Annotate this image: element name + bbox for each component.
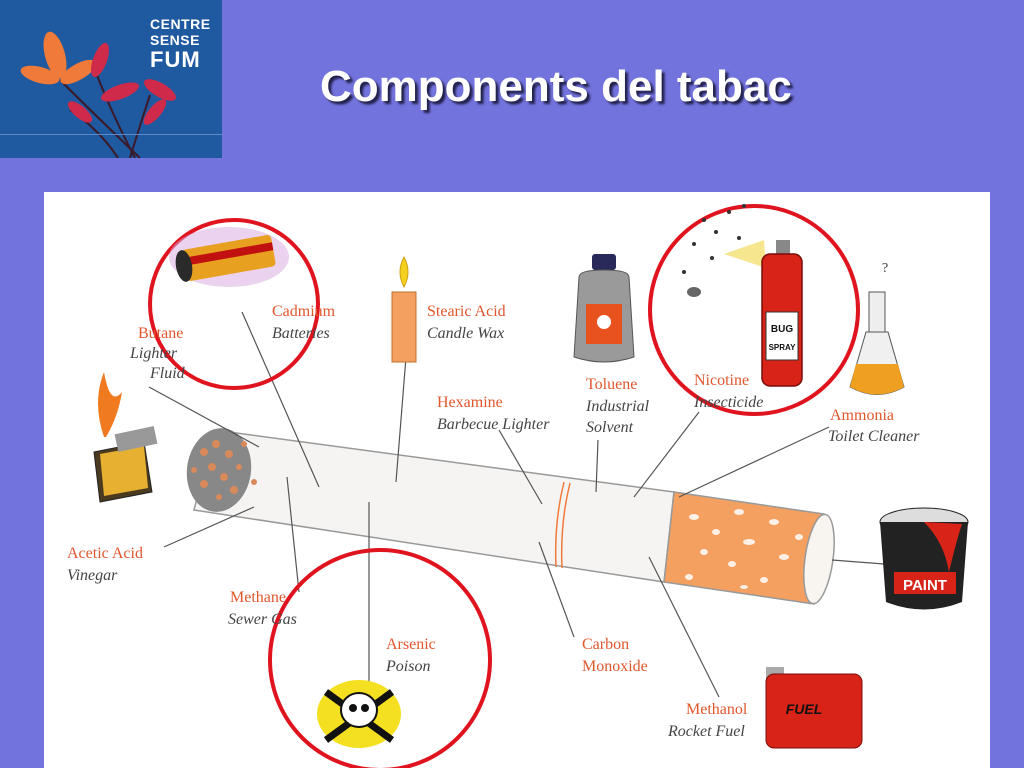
- cigarette-components-diagram: BUG SPRAY ? PAINT FUE: [67, 204, 969, 768]
- label-cadmium-use: Batteries: [272, 325, 330, 342]
- slide-title: Components del tabac: [320, 62, 792, 111]
- candle-icon: [391, 255, 417, 363]
- label-methane: Methane: [230, 589, 286, 606]
- nicotine-highlight: [648, 204, 860, 416]
- svg-text:?: ?: [882, 261, 888, 276]
- label-nicotine-use: Insecticide: [693, 394, 763, 411]
- highlight-circles: [148, 204, 860, 768]
- arsenic-highlight: [268, 548, 492, 768]
- label-stearic-acid: Stearic Acid: [427, 303, 506, 320]
- label-methanol: Methanol: [686, 701, 748, 718]
- toxic-bottle-icon: [573, 254, 635, 363]
- logo-line-centre: CENTRE: [150, 16, 211, 32]
- label-stearic-acid-use: Candle Wax: [427, 325, 504, 342]
- label-methanol-use: Rocket Fuel: [667, 723, 745, 740]
- logo-line-fum: FUM: [150, 47, 201, 72]
- bug-label: BUG: [771, 324, 793, 335]
- logo-line-sense: SENSE: [150, 32, 200, 48]
- label-toluene-use-1: Industrial: [585, 398, 650, 415]
- label-butane-use-1: Lighter: [129, 345, 178, 362]
- label-cadmium: Cadmium: [272, 303, 336, 320]
- flask-icon: ?: [849, 261, 905, 395]
- label-toluene: Toluene: [586, 376, 637, 393]
- label-nicotine: Nicotine: [694, 372, 749, 389]
- paint-can-icon: PAINT: [879, 507, 969, 610]
- label-acetic-acid-use: Vinegar: [67, 567, 118, 584]
- flower-illustration: [0, 31, 222, 158]
- label-arsenic: Arsenic: [386, 636, 436, 653]
- lighter-icon: [93, 372, 158, 503]
- label-ammonia: Ammonia: [830, 407, 894, 424]
- label-methane-use: Sewer Gas: [228, 611, 297, 628]
- paint-label: PAINT: [903, 577, 947, 594]
- skull-icon: [317, 680, 401, 748]
- cadmium-highlight: [148, 218, 320, 390]
- fuel-can-icon: FUEL: [765, 667, 863, 749]
- bug-spray-icon: BUG SPRAY: [682, 204, 803, 387]
- diagram-panel: BUG SPRAY ? PAINT FUE: [44, 192, 990, 768]
- label-butane: Butane: [138, 325, 183, 342]
- cigarette: [186, 428, 835, 605]
- label-toluene-use-2: Solvent: [586, 419, 634, 436]
- label-butane-use-2: Fluid: [149, 365, 186, 382]
- label-carbon-use: Monoxide: [582, 658, 648, 675]
- logo-text: CENTRE SENSE FUM: [150, 16, 211, 72]
- label-acetic-acid: Acetic Acid: [67, 545, 143, 562]
- component-labels: Cadmium Batteries Stearic Acid Candle Wa…: [67, 303, 920, 740]
- label-carbon: Carbon: [582, 636, 629, 653]
- battery-icon: [169, 227, 289, 287]
- centre-sense-fum-logo: CENTRE SENSE FUM: [0, 0, 222, 158]
- label-hexamine: Hexamine: [437, 394, 503, 411]
- label-ammonia-use: Toilet Cleaner: [828, 428, 920, 445]
- spray-label: SPRAY: [769, 343, 796, 352]
- label-hexamine-use: Barbecue Lighter: [437, 416, 550, 433]
- pointer-lines: [148, 311, 885, 698]
- label-arsenic-use: Poison: [385, 658, 430, 675]
- fuel-label: FUEL: [786, 701, 823, 717]
